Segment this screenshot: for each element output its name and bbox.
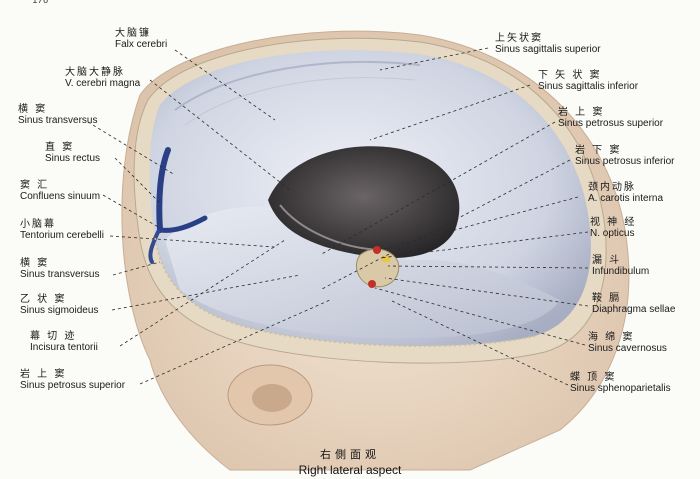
label-v-cerebri-magna: 大脑大静脉 V. cerebri magna	[65, 67, 141, 89]
label-sinus-sphenoparietalis: 蝶 顶 窦 Sinus sphenoparietalis	[570, 372, 671, 394]
figure-caption: 右側面观 Right lateral aspect	[0, 446, 700, 477]
page-number: 176	[32, 0, 49, 6]
label-sinus-transversus-2: 横 窦 Sinus transversus	[20, 258, 100, 280]
sinus-rectus-shape	[156, 147, 171, 233]
label-a-carotis-interna: 颈内动脉 A. carotis interna	[588, 182, 664, 204]
label-sinus-cavernosus: 海 绵 窦 Sinus cavernosus	[588, 332, 667, 354]
confluens-shape	[157, 215, 208, 233]
label-sinus-sagittalis-inferior: 下 矢 状 窦 Sinus sagittalis inferior	[538, 70, 639, 92]
caption-en: Right lateral aspect	[298, 463, 402, 477]
label-n-opticus: 视 神 经 N. opticus	[590, 217, 637, 239]
label-infundibulum: 漏 斗 Infundibulum	[592, 255, 650, 277]
label-sinus-petrosus-superior-left: 岩 上 窦 Sinus petrosus superior	[20, 369, 126, 391]
carotid-dot-1	[373, 246, 381, 254]
incisura-opening	[268, 146, 460, 259]
sinus-transversus-shape	[148, 230, 160, 264]
label-sinus-transversus-1: 横 窦 Sinus transversus	[18, 104, 98, 126]
label-incisura-tentorii: 幕 切 迹 Incisura tentorii	[30, 331, 98, 353]
label-sinus-sagittalis-superior: 上矢状窦 Sinus sagittalis superior	[495, 33, 601, 55]
label-diaphragma-sellae: 鞍 膈 Diaphragma sellae	[592, 293, 676, 315]
label-sinus-rectus: 直 窦 Sinus rectus	[45, 142, 101, 164]
leader-lines	[87, 47, 589, 386]
label-falx-cerebri: 大脑镰 Falx cerebri	[115, 28, 168, 50]
label-tentorium-cerebelli: 小脑幕 Tentorium cerebelli	[20, 219, 104, 241]
label-sinus-sigmoideus: 乙 状 窦 Sinus sigmoideus	[20, 294, 99, 316]
caption-zh: 右側面观	[320, 448, 380, 461]
label-sinus-petrosus-inferior: 岩 下 窦 Sinus petrosus inferior	[575, 145, 675, 167]
label-sinus-petrosus-superior-right: 岩 上 窦 Sinus petrosus superior	[558, 107, 664, 129]
carotid-dot-2	[368, 280, 376, 288]
label-confluens-sinuum: 窦 汇 Confluens sinuum	[20, 180, 101, 202]
